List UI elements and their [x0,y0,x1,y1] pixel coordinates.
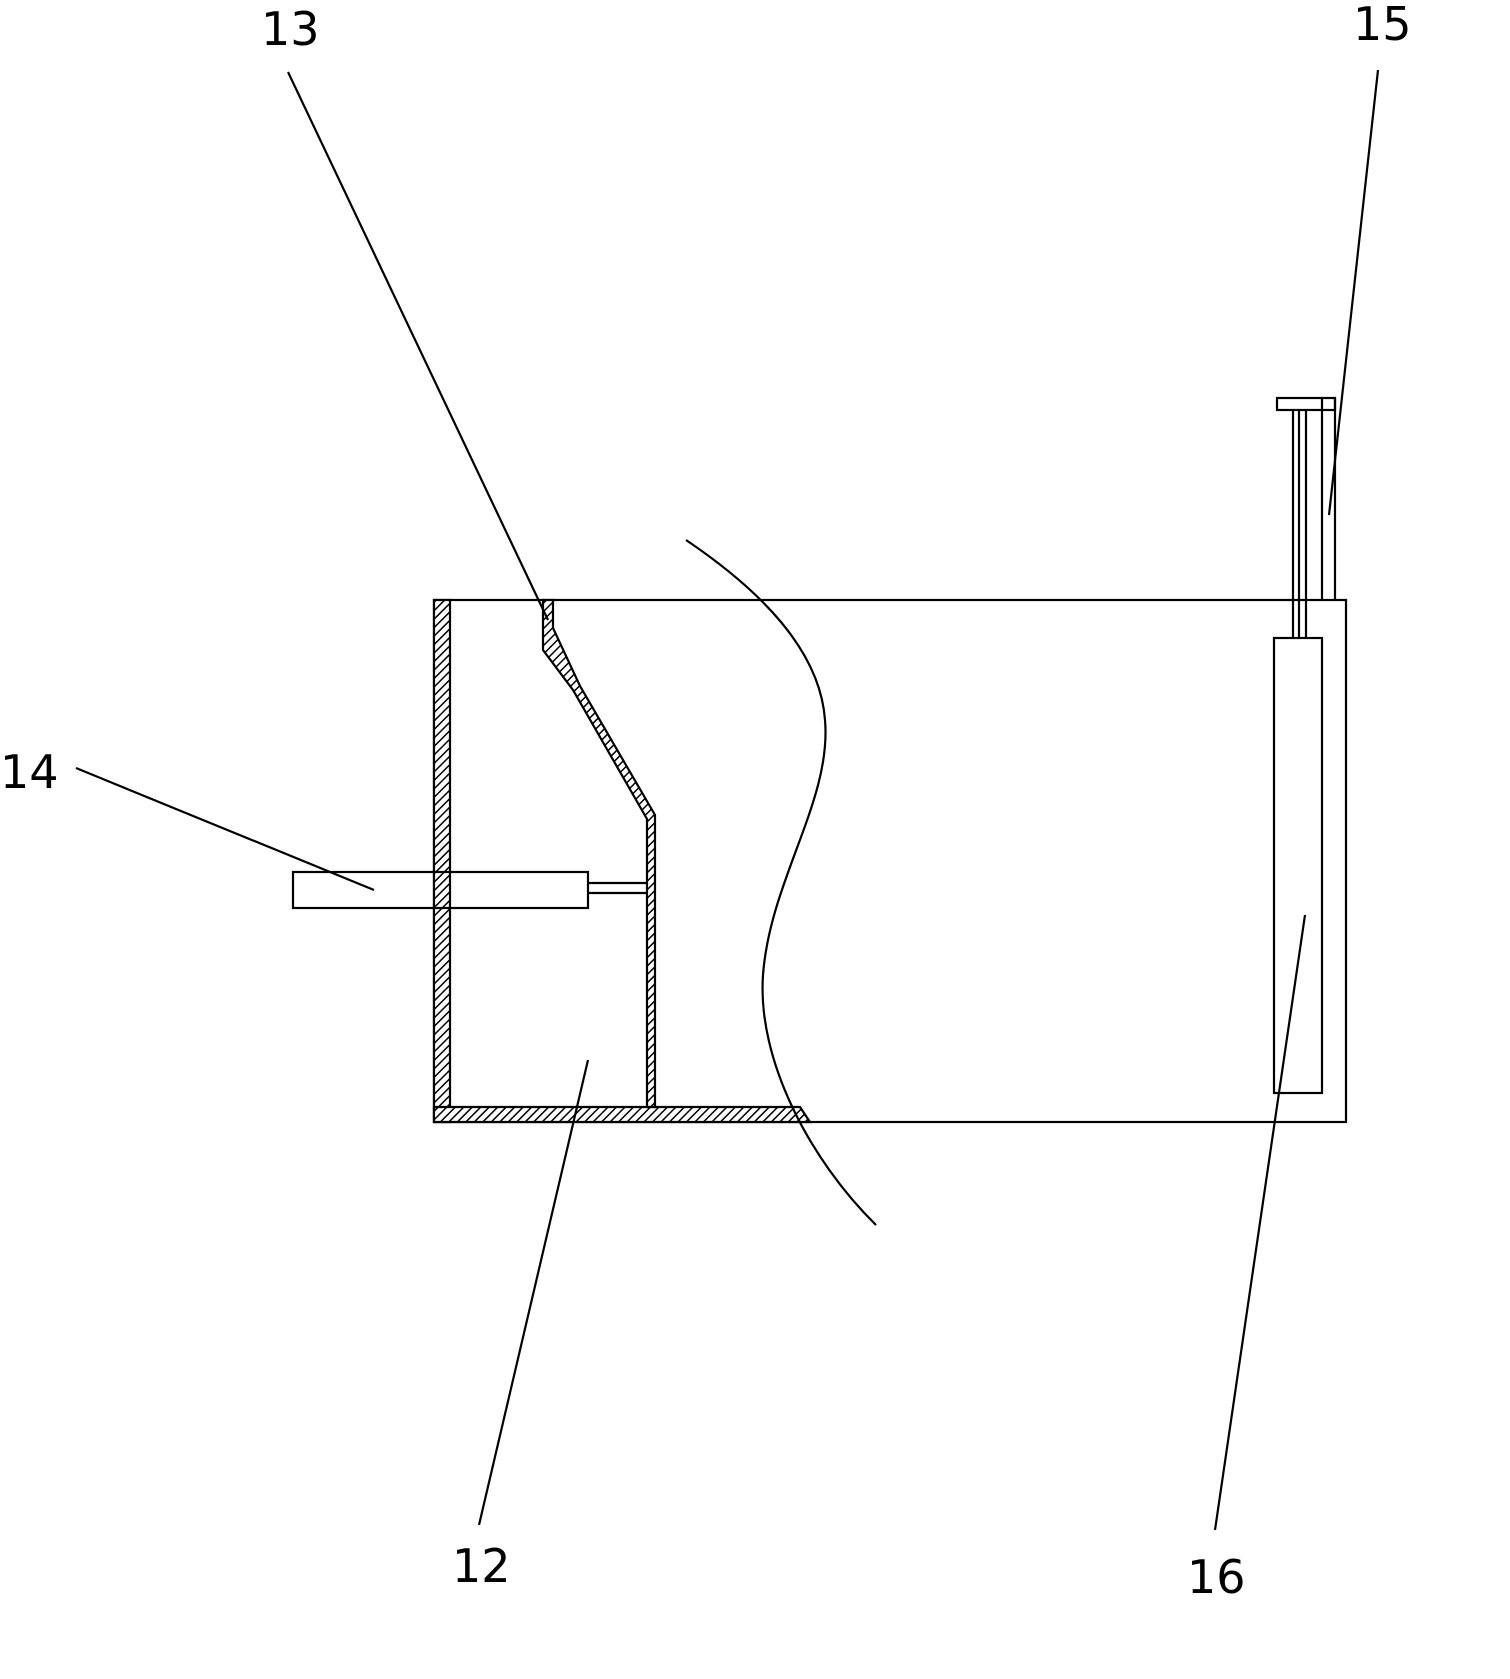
label-12: 12 [452,1539,511,1593]
top-bracket [1275,396,1337,412]
leader-15 [1327,69,1380,516]
bottom-plate [432,1105,813,1124]
label-14: 14 [0,745,59,799]
inner-panel [1272,636,1324,1095]
partition-plate [541,598,657,1109]
label-15: 15 [1353,0,1412,51]
label-13: 13 [261,2,320,56]
left-wall [432,598,452,1124]
actuator-cylinder [291,870,590,910]
leader-13 [287,71,549,621]
leader-12 [477,1059,590,1526]
leader-16 [1213,914,1307,1531]
break-line [685,539,877,1226]
label-16: 16 [1187,1550,1246,1604]
leader-14 [75,766,375,892]
